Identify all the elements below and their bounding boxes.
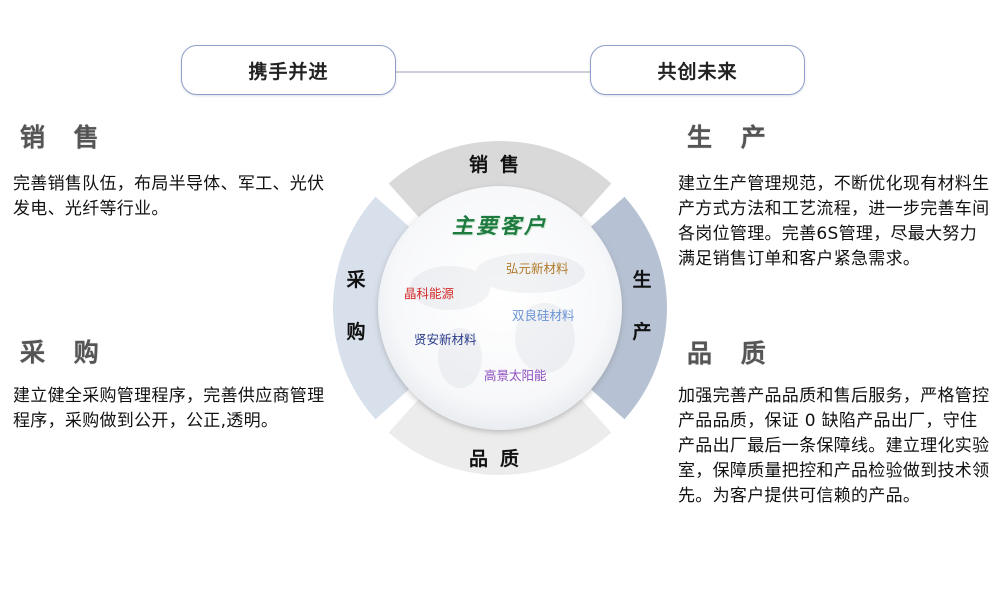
quality-description: 加强完善产品品质和售后服务，严格管控产品品质，保证 0 缺陷产品出厂，守住产品出…: [678, 386, 990, 506]
customer-gaojing: 高景太阳能: [484, 368, 547, 383]
wheel-ring-graphic: [333, 141, 667, 476]
customer-shuangliang: 双良硅材料: [512, 308, 575, 323]
center-circle: [378, 186, 622, 430]
main-customers-title: 主要客户: [452, 213, 548, 238]
purchase-heading: 采 购: [20, 338, 109, 367]
customer-hongyuan: 弘元新材料: [506, 261, 569, 276]
slogan-pill-right: 共创未来: [590, 45, 805, 95]
slogan-left-text: 携手并进: [248, 60, 329, 83]
slogan-pill-left: 携手并进: [181, 45, 396, 95]
segment-label-sales: 销售: [468, 154, 531, 176]
pill-connector-line: [396, 71, 590, 73]
segment-label-production: 生产: [630, 254, 654, 358]
segment-label-purchase: 采购: [344, 254, 368, 358]
segment-label-production-text: 生产: [632, 269, 652, 343]
customer-jinko: 晶科能源: [404, 286, 455, 301]
sales-heading: 销 售: [20, 123, 109, 152]
quality-heading: 品 质: [687, 339, 776, 368]
business-wheel-diagram: 销售 生产 品质 采购 主要客户 弘元新材料 晶科能源 双良硅材料 贤安新材料 …: [330, 138, 670, 478]
segment-label-quality: 品质: [468, 448, 531, 470]
ring-segment-production: [589, 196, 667, 420]
purchase-description: 建立健全采购管理程序，完善供应商管理程序，采购做到公开，公正,透明。: [13, 386, 325, 431]
ring-segment-purchase: [333, 196, 411, 420]
sales-description: 完善销售队伍，布局半导体、军工、光伏发电、光纤等行业。: [13, 174, 325, 219]
production-description: 建立生产管理规范，不断优化现有材料生产方式方法和工艺流程，进一步完善车间各岗位管…: [678, 174, 990, 269]
ring-segment-quality: [388, 397, 612, 476]
customer-xianan: 贤安新材料: [414, 332, 477, 347]
production-heading: 生 产: [687, 123, 776, 152]
segment-label-purchase-text: 采购: [346, 269, 366, 343]
slogan-right-text: 共创未来: [657, 60, 738, 83]
ring-segment-sales: [388, 141, 612, 219]
